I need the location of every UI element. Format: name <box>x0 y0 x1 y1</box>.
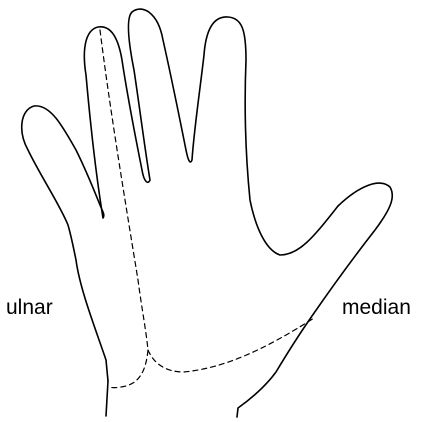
ulnar-median-boundary <box>100 30 148 388</box>
median-label: median <box>342 296 411 320</box>
wrist-line-left <box>106 381 108 416</box>
hand-outline <box>22 9 393 417</box>
ulnar-label: ulnar <box>6 296 53 320</box>
palm-crease-boundary <box>148 318 314 372</box>
